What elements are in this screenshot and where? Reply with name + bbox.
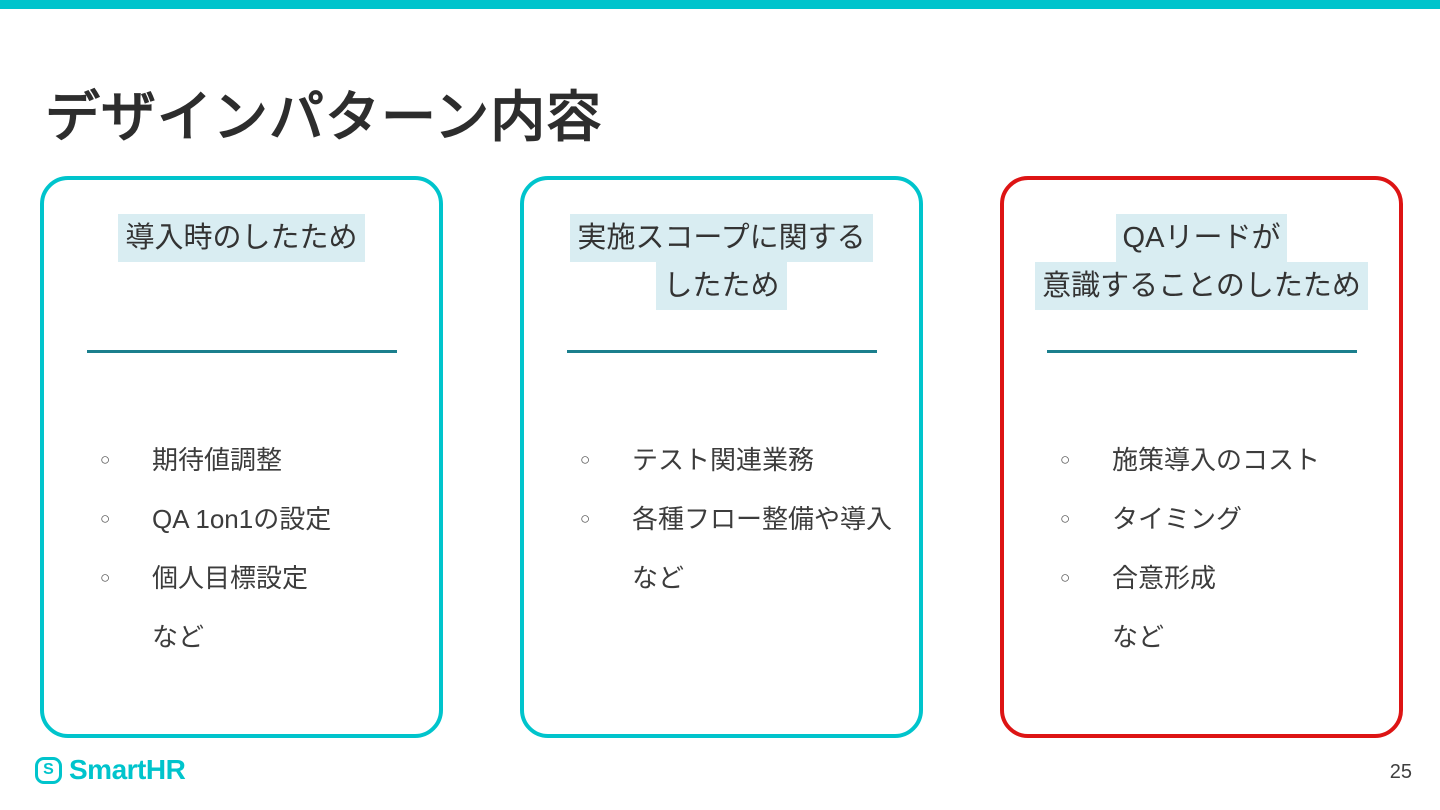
circle-bullet-icon: ○ [100, 450, 111, 469]
suffix-text: など [1112, 622, 1165, 652]
circle-bullet-icon: ○ [1060, 450, 1071, 469]
circle-bullet-icon: ○ [100, 509, 111, 528]
card-onboarding: 導入時のしたため ○ 期待値調整 ○ QA 1on1の設定 ○ 個人目標設定 な… [40, 176, 443, 738]
list-item: ○ QA 1on1の設定 [100, 503, 425, 535]
bullet-text: QA 1on1の設定 [152, 504, 332, 534]
list-item: ○ 期待値調整 [100, 444, 425, 476]
card-qa-lead: QAリードが 意識することのしたため ○ 施策導入のコスト ○ タイミング ○ … [1000, 176, 1403, 738]
highlighted-text: QAリードが [1115, 214, 1288, 262]
bullet-text: 各種フロー整備や導入 [632, 504, 893, 534]
bullet-text: 期待値調整 [152, 445, 283, 475]
list-item: ○ テスト関連業務 [580, 444, 905, 476]
title-divider [566, 350, 877, 353]
list-item-suffix: など [1060, 621, 1385, 653]
list-item-suffix: など [100, 621, 425, 653]
list-item-suffix: など [580, 562, 905, 594]
list-item: ○ 各種フロー整備や導入 [580, 503, 905, 535]
circle-bullet-icon: ○ [1060, 509, 1071, 528]
smarthr-wordmark: SmartHR [69, 754, 186, 785]
title-divider [86, 350, 397, 353]
circle-bullet-icon: ○ [100, 568, 111, 587]
circle-bullet-icon: ○ [580, 450, 591, 469]
bullet-text: 合意形成 [1112, 563, 1217, 593]
smarthr-logo: S SmartHR [35, 754, 186, 786]
circle-bullet-icon: ○ [580, 509, 591, 528]
bullet-list: ○ テスト関連業務 ○ 各種フロー整備や導入 など [580, 444, 905, 621]
card-title-line: 実施スコープに関する [524, 214, 919, 262]
page-number: 25 [1389, 761, 1412, 783]
highlighted-text: 実施スコープに関する [570, 214, 873, 262]
card-title-line: 意識することのしたため [1004, 262, 1399, 310]
smarthr-s-icon: S [35, 756, 62, 784]
bullet-list: ○ 施策導入のコスト ○ タイミング ○ 合意形成 など [1060, 444, 1385, 680]
bullet-text: タイミング [1112, 504, 1243, 534]
suffix-text: など [632, 563, 685, 593]
highlighted-text: 導入時のしたため [118, 214, 365, 262]
card-title-line: したため [524, 262, 919, 310]
list-item: ○ 個人目標設定 [100, 562, 425, 594]
suffix-text: など [152, 622, 205, 652]
bullet-list: ○ 期待値調整 ○ QA 1on1の設定 ○ 個人目標設定 など [100, 444, 425, 680]
list-item: ○ タイミング [1060, 503, 1385, 535]
list-item: ○ 施策導入のコスト [1060, 444, 1385, 476]
title-divider [1046, 350, 1357, 353]
top-accent-bar [0, 0, 1440, 9]
card-title-line: QAリードが [1004, 214, 1399, 262]
highlighted-text: 意識することのしたため [1035, 262, 1368, 310]
bullet-text: 個人目標設定 [152, 563, 309, 593]
bullet-text: テスト関連業務 [632, 445, 815, 475]
list-item: ○ 合意形成 [1060, 562, 1385, 594]
circle-bullet-icon: ○ [1060, 568, 1071, 587]
cards-row: 導入時のしたため ○ 期待値調整 ○ QA 1on1の設定 ○ 個人目標設定 な… [40, 176, 1403, 738]
card-title: 導入時のしたため [44, 214, 439, 262]
card-scope: 実施スコープに関する したため ○ テスト関連業務 ○ 各種フロー整備や導入 な… [520, 176, 923, 738]
page-title: デザインパターン内容 [45, 86, 603, 148]
card-title-line: 導入時のしたため [44, 214, 439, 262]
bullet-text: 施策導入のコスト [1112, 445, 1321, 475]
card-title: 実施スコープに関する したため [524, 214, 919, 310]
highlighted-text: したため [656, 262, 787, 310]
card-title: QAリードが 意識することのしたため [1004, 214, 1399, 310]
